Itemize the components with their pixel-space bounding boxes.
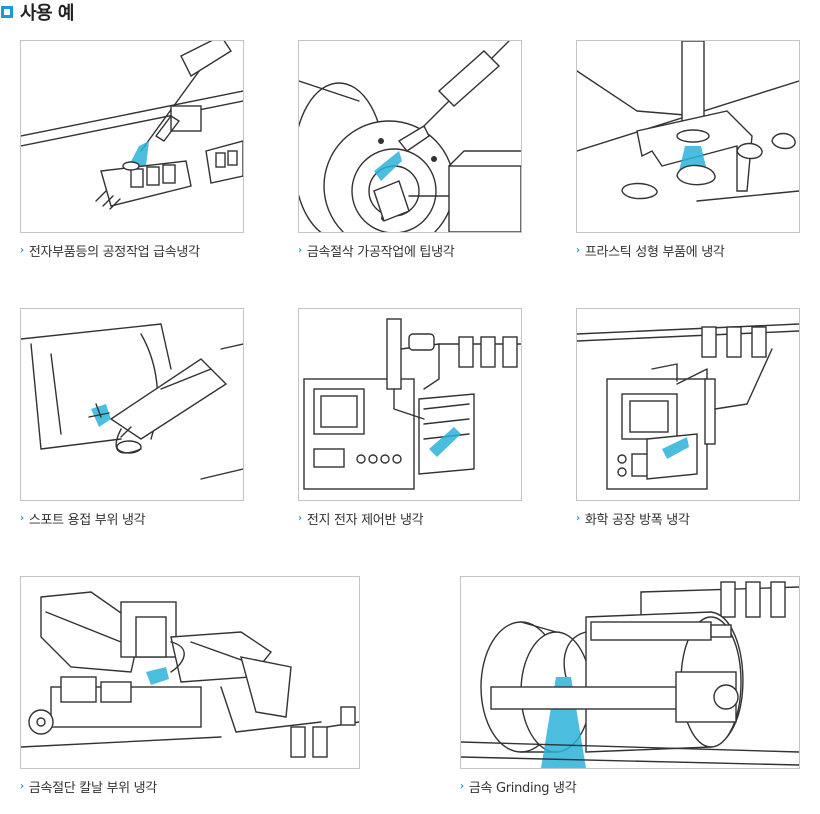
- example-caption: › 프라스틱 성형 부품에 냉각: [576, 241, 725, 260]
- control-panel-drawing: [303, 318, 521, 490]
- section-header: 사용 예: [0, 0, 74, 24]
- electronic-parts-drawing: [21, 41, 243, 210]
- illustration-saw-blade: [20, 576, 360, 769]
- caret-right-icon: ›: [20, 245, 24, 256]
- caption-text: 프라스틱 성형 부품에 냉각: [584, 245, 725, 260]
- example-caption: › 스포트 용접 부위 냉각: [20, 509, 146, 528]
- caption-text: 전자부품등의 공정작업 급속냉각: [28, 245, 200, 260]
- caret-right-icon: ›: [460, 781, 464, 792]
- caption-text: 금속절단 칼날 부위 냉각: [28, 781, 157, 796]
- saw-blade-drawing: [21, 591, 359, 758]
- caret-right-icon: ›: [298, 245, 302, 256]
- example-caption: › 금속절삭 가공작업에 팁냉각: [298, 241, 455, 260]
- caption-text: 전지 전자 제어반 냉각: [306, 513, 424, 528]
- caret-right-icon: ›: [298, 513, 302, 524]
- caret-right-icon: ›: [20, 513, 24, 524]
- illustration-spot-welding: [20, 308, 244, 501]
- grinding-drawing: [461, 581, 799, 768]
- plastic-molding-drawing: [577, 41, 799, 202]
- caret-right-icon: ›: [20, 781, 24, 792]
- example-caption: › 금속 Grinding 냉각: [460, 777, 577, 796]
- chemical-plant-drawing: [577, 323, 799, 490]
- metal-cutting-drawing: [299, 41, 521, 232]
- page-title: 사용 예: [20, 3, 74, 24]
- example-caption: › 전자부품등의 공정작업 급속냉각: [20, 241, 200, 260]
- illustration-grinding: [460, 576, 800, 769]
- spot-welding-drawing: [21, 323, 243, 480]
- example-caption: › 전지 전자 제어반 냉각: [298, 509, 424, 528]
- example-caption: › 화학 공장 방폭 냉각: [576, 509, 690, 528]
- caret-right-icon: ›: [576, 513, 580, 524]
- caret-right-icon: ›: [576, 245, 580, 256]
- illustration-control-panel: [298, 308, 522, 501]
- caption-text: 화학 공장 방폭 냉각: [584, 513, 690, 528]
- illustration-metal-cutting: [298, 40, 522, 233]
- caption-text: 금속 Grinding 냉각: [468, 781, 577, 796]
- example-caption: › 금속절단 칼날 부위 냉각: [20, 777, 157, 796]
- square-bullet-icon: [1, 6, 13, 18]
- illustration-chemical-plant: [576, 308, 800, 501]
- illustration-electronic-parts: [20, 40, 244, 233]
- caption-text: 금속절삭 가공작업에 팁냉각: [306, 245, 455, 260]
- caption-text: 스포트 용접 부위 냉각: [28, 513, 146, 528]
- illustration-plastic-molding: [576, 40, 800, 233]
